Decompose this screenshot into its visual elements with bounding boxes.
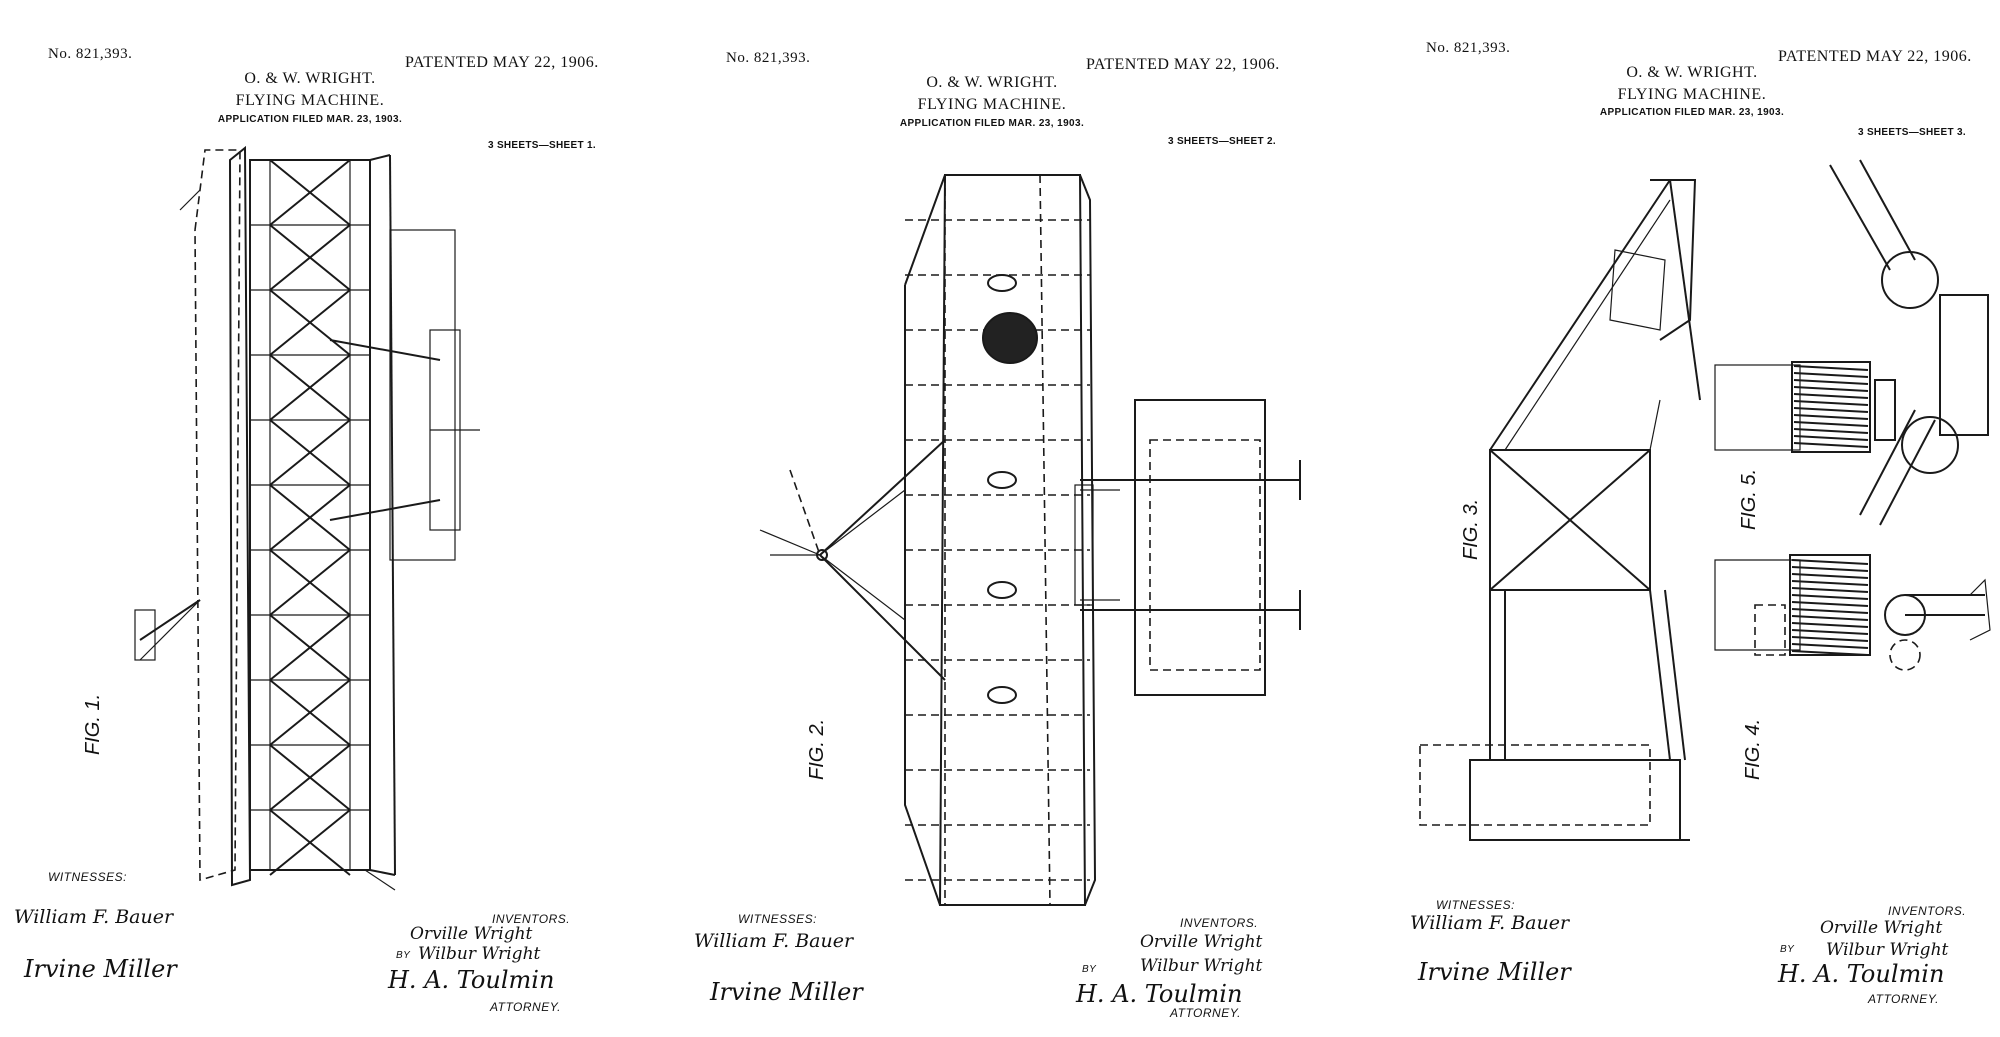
attorney-signature: H. A. Toulmin [388, 966, 555, 994]
inventors-label: INVENTORS. [1888, 904, 1967, 918]
inventor-heading: O. & W. WRIGHT. [1626, 64, 1758, 81]
patent-number: No. 821,393. [726, 50, 811, 66]
witness-signature-2: Irvine Miller [710, 978, 863, 1006]
witnesses-label: WITNESSES: [48, 870, 128, 884]
inventors-label: INVENTORS. [1180, 916, 1259, 930]
patent-sheet-2: No. 821,393. PATENTED MAY 22, 1906. O. &… [680, 0, 1320, 1037]
patent-date: PATENTED MAY 22, 1906. [1086, 56, 1280, 73]
sheet-count: 3 SHEETS—SHEET 2. [1168, 136, 1276, 147]
application-filed: APPLICATION FILED MAR. 23, 1903. [899, 118, 1085, 129]
figure-3-drawing [1419, 179, 1701, 841]
figure-label-5: FIG. 5. [1738, 468, 1760, 530]
application-filed: APPLICATION FILED MAR. 23, 1903. [1599, 107, 1785, 118]
figure-label-2: FIG. 2. [806, 718, 828, 780]
figure-2-drawing [759, 174, 1301, 906]
witnesses-label: WITNESSES: [1436, 898, 1516, 912]
witness-signature-2: Irvine Miller [24, 955, 177, 983]
by-label: BY [1780, 944, 1795, 955]
attorney-signature: H. A. Toulmin [1778, 960, 1945, 988]
by-label: BY [1082, 964, 1097, 975]
witness-signature-1: William F. Bauer [694, 930, 854, 952]
by-label: BY [396, 950, 411, 961]
inventor-signature-2: Wilbur Wright [1826, 940, 1949, 960]
attorney-label: ATTORNEY. [490, 1000, 561, 1014]
figure-1-drawing [134, 145, 480, 891]
witness-signature-1: William F. Bauer [1410, 912, 1570, 934]
patent-title: FLYING MACHINE. [235, 92, 385, 109]
figure-5-drawing [1714, 159, 1989, 526]
attorney-signature: H. A. Toulmin [1076, 980, 1243, 1008]
inventor-signature-1: Orville Wright [1820, 918, 1943, 938]
patent-number: No. 821,393. [48, 46, 133, 62]
inventor-signature-2: Wilbur Wright [418, 944, 541, 964]
patent-date: PATENTED MAY 22, 1906. [1778, 48, 1972, 65]
figure-label-3: FIG. 3. [1460, 498, 1482, 560]
application-filed: APPLICATION FILED MAR. 23, 1903. [217, 114, 403, 125]
inventor-heading: O. & W. WRIGHT. [926, 74, 1058, 91]
figure-label-1: FIG. 1. [82, 693, 104, 755]
attorney-label: ATTORNEY. [1170, 1006, 1241, 1020]
sheet-count: 3 SHEETS—SHEET 3. [1858, 127, 1966, 138]
witness-signature-2: Irvine Miller [1418, 958, 1571, 986]
patent-date: PATENTED MAY 22, 1906. [405, 54, 599, 71]
sheet-count: 3 SHEETS—SHEET 1. [488, 140, 596, 151]
inventor-signature-1: Orville Wright [1140, 932, 1263, 952]
patent-number: No. 821,393. [1426, 40, 1511, 56]
patent-sheet-3: No. 821,393. PATENTED MAY 22, 1906. O. &… [1360, 0, 2000, 1037]
inventor-heading: O. & W. WRIGHT. [244, 70, 376, 87]
patent-sheet-1: No. 821,393. PATENTED MAY 22, 1906. O. &… [0, 0, 640, 1037]
witness-signature-1: William F. Bauer [14, 906, 174, 928]
witnesses-label: WITNESSES: [738, 912, 818, 926]
patent-title: FLYING MACHINE. [1617, 86, 1767, 103]
attorney-label: ATTORNEY. [1868, 992, 1939, 1006]
inventor-signature-2: Wilbur Wright [1140, 956, 1263, 976]
patent-title: FLYING MACHINE. [917, 96, 1067, 113]
figure-4-drawing [1714, 554, 1991, 671]
inventor-signature-1: Orville Wright [410, 924, 533, 944]
figure-label-4: FIG. 4. [1742, 718, 1764, 780]
inventors-label: INVENTORS. [492, 912, 571, 926]
